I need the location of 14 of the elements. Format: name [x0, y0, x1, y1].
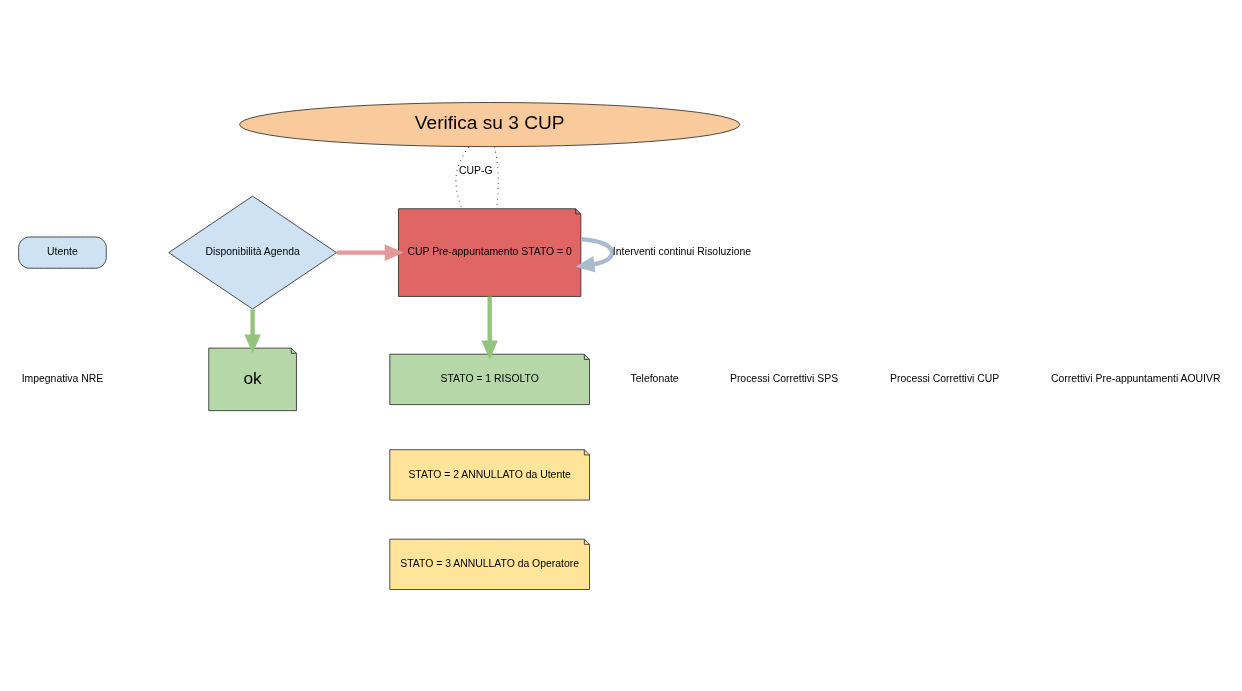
node-box: Utente — [18, 236, 107, 269]
edge-label: CUP-G — [459, 164, 493, 176]
arrow — [336, 243, 404, 261]
arrow — [575, 236, 615, 272]
label: Correttivi Pre-appuntamenti AOUIVR — [1050, 372, 1221, 384]
label: Telefonate — [630, 372, 679, 384]
node-ellipse: Verifica su 3 CUP — [239, 101, 741, 147]
label: Processi Correttivi SPS — [729, 372, 839, 384]
arrow — [481, 296, 498, 359]
label: Processi Correttivi CUP — [890, 372, 1000, 384]
arrow — [244, 308, 261, 353]
edge-label: Interventi continui Risoluzione — [612, 245, 752, 257]
label: Impegnativa NRE — [21, 372, 104, 384]
node-diamond: Disponibilità Agenda — [168, 195, 337, 309]
